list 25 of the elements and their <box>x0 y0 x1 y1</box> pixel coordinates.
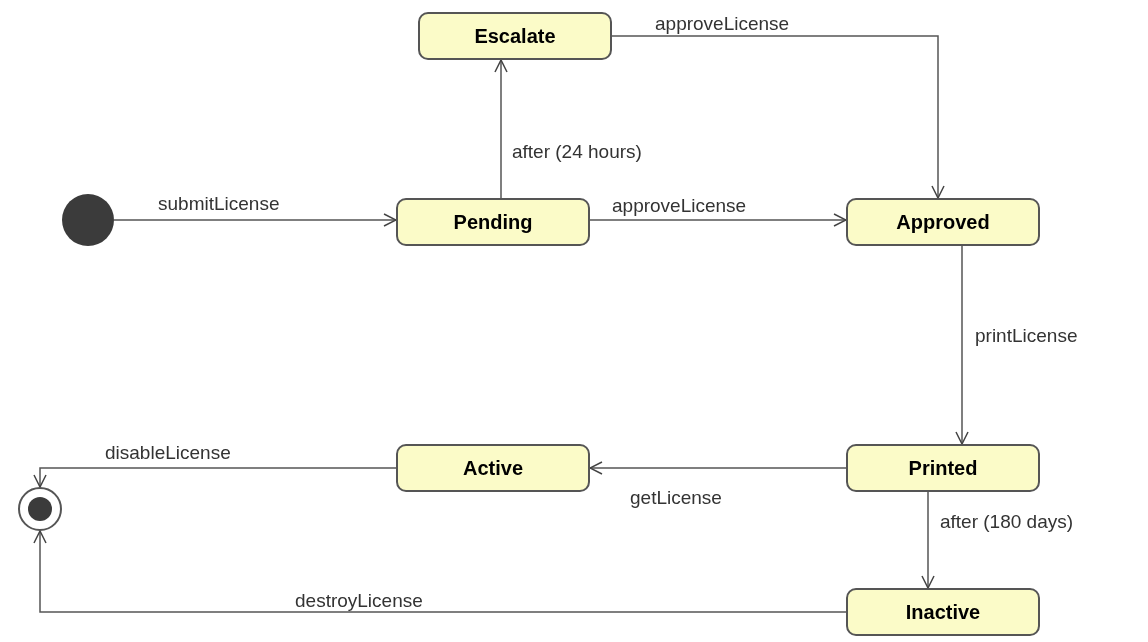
edge-label: getLicense <box>630 486 722 510</box>
edge-label: approveLicense <box>612 194 747 218</box>
edge-label: after (24 hours) <box>512 140 642 164</box>
state-box: Escalate <box>418 12 612 60</box>
transition-arrow <box>589 461 847 475</box>
state-box: Pending <box>396 198 590 246</box>
edge-label: submitLicense <box>158 192 280 216</box>
transition-arrow <box>611 35 945 199</box>
state-box: Approved <box>846 198 1040 246</box>
state-box: Active <box>396 444 590 492</box>
transition-arrow <box>955 245 969 445</box>
final-state-symbol <box>18 487 62 531</box>
transition-arrow <box>33 530 847 613</box>
edge-label: after (180 days) <box>940 510 1074 534</box>
state-box: Printed <box>846 444 1040 492</box>
edge-label: destroyLicense <box>295 589 423 613</box>
edge-label: printLicense <box>975 324 1078 348</box>
transition-arrow <box>494 59 508 199</box>
edge-label: disableLicense <box>105 441 231 465</box>
transition-arrow <box>589 213 847 227</box>
transition-arrow <box>113 213 397 227</box>
transition-arrow <box>33 467 397 488</box>
transition-arrow <box>921 491 935 589</box>
state-box: Inactive <box>846 588 1040 636</box>
edge-label: approveLicense <box>655 12 790 36</box>
